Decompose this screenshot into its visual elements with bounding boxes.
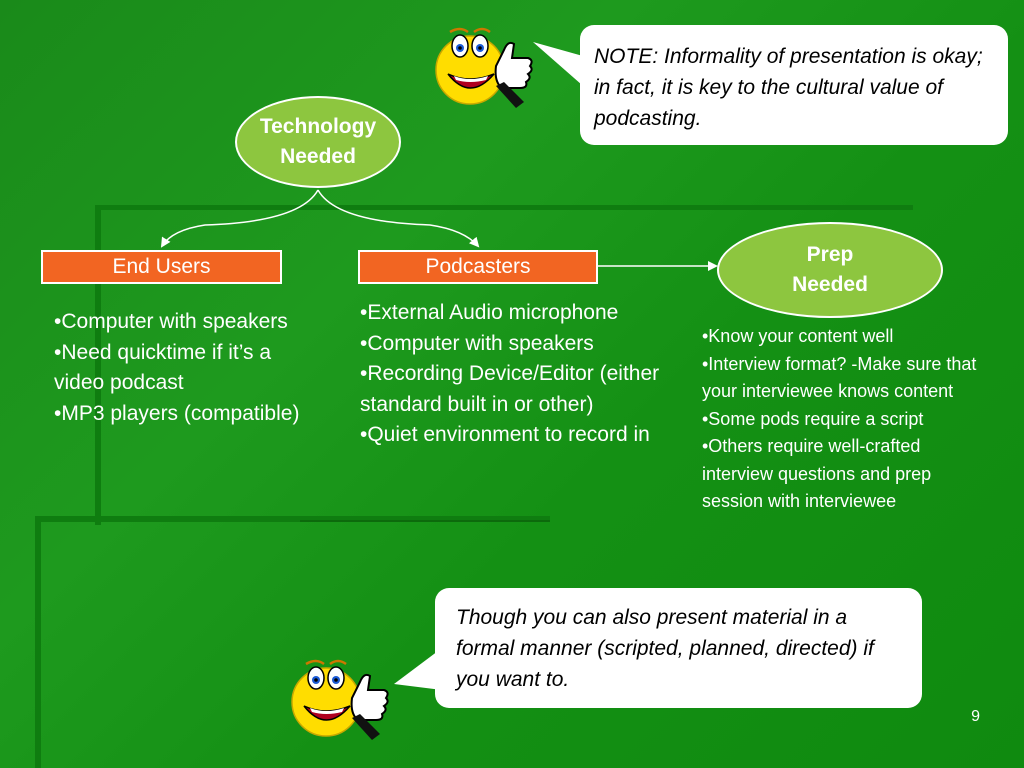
podcasters-list: •External Audio microphone •Computer wit… — [360, 298, 660, 451]
prep-needed-node: Prep Needed — [717, 222, 943, 318]
end-users-box: End Users — [41, 250, 282, 284]
callout-note-bottom-text: Though you can also present material in … — [456, 606, 874, 691]
technology-needed-label: Technology Needed — [259, 114, 377, 168]
decor-band-lower-left — [35, 516, 41, 768]
smiley-thumbs-up-icon — [435, 27, 533, 108]
decor-band-middle — [35, 516, 550, 522]
technology-needed-node: Technology Needed — [235, 96, 401, 188]
list-item: •MP3 players (compatible) — [54, 401, 300, 425]
connector-to-end-users — [160, 189, 319, 248]
podcasters-box: Podcasters — [358, 250, 598, 284]
callout-bottom-tail — [394, 648, 442, 690]
callout-note-top-text: NOTE: Informality of presentation is oka… — [594, 45, 983, 130]
decor-band-top — [95, 205, 913, 210]
list-item: •Quiet environment to record in — [360, 423, 650, 446]
list-item: •Interview format? -Make sure that your … — [702, 353, 977, 402]
list-item: •Computer with speakers — [360, 331, 594, 355]
decor-line-thin — [300, 520, 550, 522]
list-item: •Know your content well — [702, 326, 894, 346]
end-users-list: •Computer with speakers •Need quicktime … — [54, 307, 310, 429]
list-item: •Computer with speakers — [54, 310, 288, 333]
list-item: •Others require well-crafted interview q… — [702, 436, 932, 511]
callout-note-bottom: Though you can also present material in … — [435, 588, 922, 708]
list-item: •Need quicktime if it’s a video podcast — [54, 340, 272, 395]
prep-list: •Know your content well •Interview forma… — [702, 323, 990, 516]
prep-needed-label: Prep Needed — [792, 242, 868, 296]
decor-band-left — [95, 205, 101, 525]
smiley-thumbs-up-icon — [291, 659, 389, 740]
page-number: 9 — [971, 708, 980, 725]
connector-to-podcasters — [317, 189, 480, 248]
list-item: •Some pods require a script — [702, 408, 924, 429]
callout-note-top: NOTE: Informality of presentation is oka… — [580, 25, 1008, 145]
callout-top-tail — [533, 42, 590, 92]
list-item: •Recording Device/Editor (either standar… — [360, 362, 660, 416]
list-item: •External Audio microphone — [360, 301, 619, 324]
